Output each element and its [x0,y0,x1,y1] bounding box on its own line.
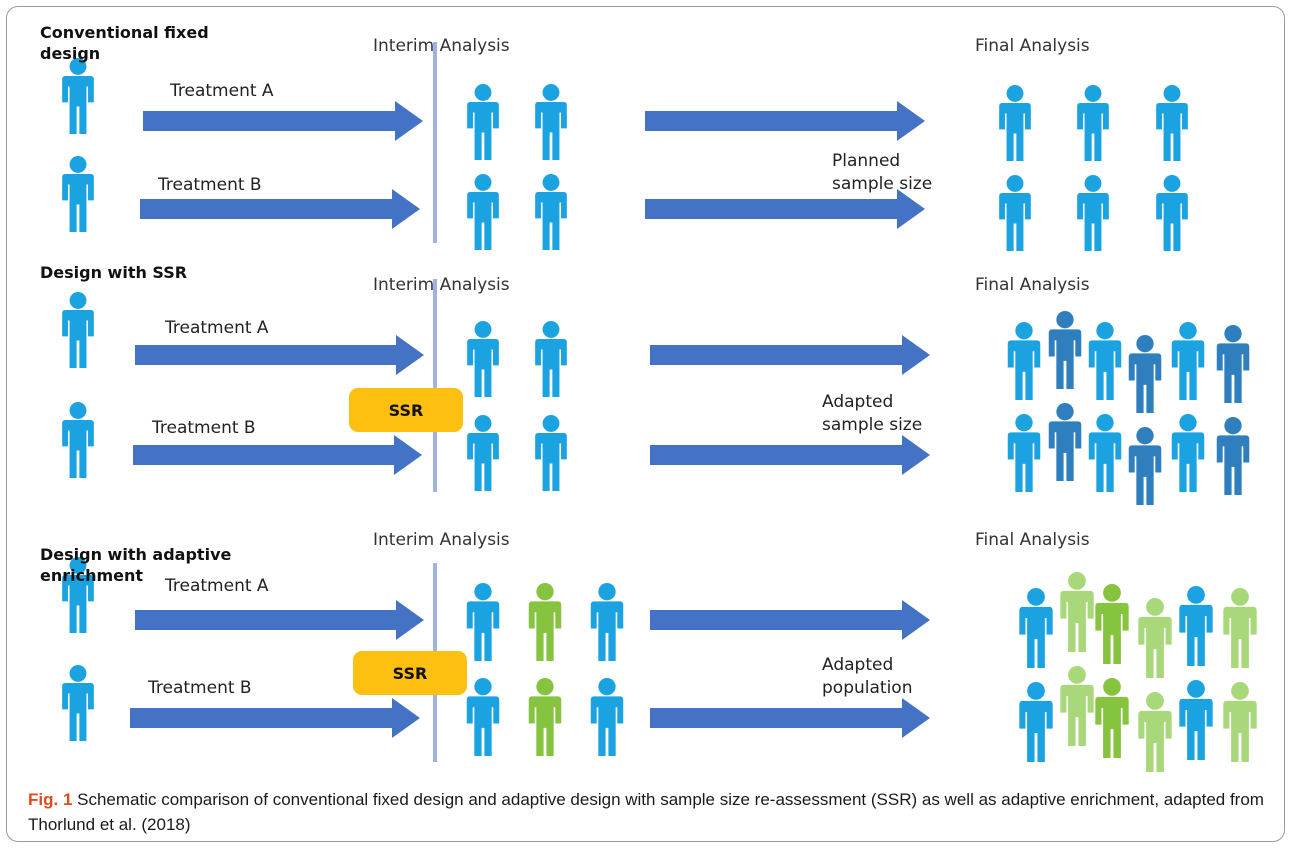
caption-text: Schematic comparison of conventional fix… [28,790,1264,834]
figure-frame [6,6,1285,842]
interim-divider [433,279,437,492]
person-icon [467,84,499,160]
person-icon [535,84,567,160]
design-section-2: Design with SSR Interim Analysis Final Ana… [40,263,1090,438]
person-icon [999,85,1031,161]
arrow-right-icon [650,335,930,375]
arrow-right-icon [140,189,420,229]
person-icon [1019,682,1053,762]
person-icon [1216,417,1250,495]
ssr-label: SSR [393,664,428,683]
person-icon [528,583,562,661]
treatment-b-label: Treatment B [147,678,252,698]
arrow-right-icon [133,435,422,475]
person-icon [1171,322,1205,400]
person-icon [466,678,500,756]
person-icon [1171,414,1205,492]
person-icon [1048,311,1082,389]
arrow-right-icon [135,600,424,640]
treatment-b-label: Treatment B [157,175,262,195]
arrow-right-icon [650,698,930,738]
ssr-box: SSR [353,651,467,695]
interim-divider [433,42,437,243]
person-icon [1088,414,1122,492]
person-icon [62,402,94,478]
person-icon [62,292,94,368]
person-icon [1128,335,1162,413]
figure-label: Fig. 1 [28,790,73,809]
section-title: Design with SSR [40,263,187,282]
treatment-a-label: Treatment A [169,81,274,101]
person-icon [1019,588,1053,668]
arrow-right-icon [143,101,423,141]
person-icon [535,321,567,397]
person-icon [62,557,94,633]
interim-header: Interim Analysis [373,530,510,550]
person-icon [467,415,499,491]
ssr-label: SSR [389,401,424,420]
arrow-right-icon [135,335,424,375]
arrow-right-icon [650,435,930,475]
person-icon [1095,678,1129,758]
person-icon [1077,175,1109,251]
ssr-box: SSR [349,388,463,432]
interim-header: Interim Analysis [373,36,510,56]
person-icon [535,174,567,250]
person-icon [1156,85,1188,161]
person-icon [590,678,624,756]
figure-caption: Fig. 1 Schematic comparison of conventio… [28,787,1268,837]
treatment-a-label: Treatment A [164,576,269,596]
person-icon [1048,403,1082,481]
interim-header: Interim Analysis [373,275,510,295]
person-icon [590,583,624,661]
person-icon [1223,588,1257,668]
person-icon [535,415,567,491]
person-icon [1007,322,1041,400]
person-icon [62,665,94,741]
person-icon [999,175,1031,251]
person-icon [466,583,500,661]
treatment-b-label: Treatment B [151,418,256,438]
final-header: Final Analysis [975,36,1090,56]
person-icon [1156,175,1188,251]
person-icon [1216,325,1250,403]
person-icon [1138,692,1172,772]
person-icon [62,58,94,134]
arrow-right-icon [645,189,925,229]
person-icon [1095,584,1129,664]
person-icon [467,174,499,250]
person-icon [1060,572,1094,652]
person-icon [1128,427,1162,505]
person-icon [528,678,562,756]
person-icon [1088,322,1122,400]
treatment-a-label: Treatment A [164,318,269,338]
arrow-right-icon [645,101,925,141]
person-icon [1060,666,1094,746]
person-icon [1179,586,1213,666]
person-icon [467,321,499,397]
person-icon [1179,680,1213,760]
person-icon [1077,85,1109,161]
person-icon [1223,682,1257,762]
arrow-right-icon [650,600,930,640]
person-icon [1007,414,1041,492]
person-icon [1138,598,1172,678]
person-icon [62,156,94,232]
final-header: Final Analysis [975,530,1090,550]
arrow-right-icon [130,698,420,738]
final-header: Final Analysis [975,275,1090,295]
